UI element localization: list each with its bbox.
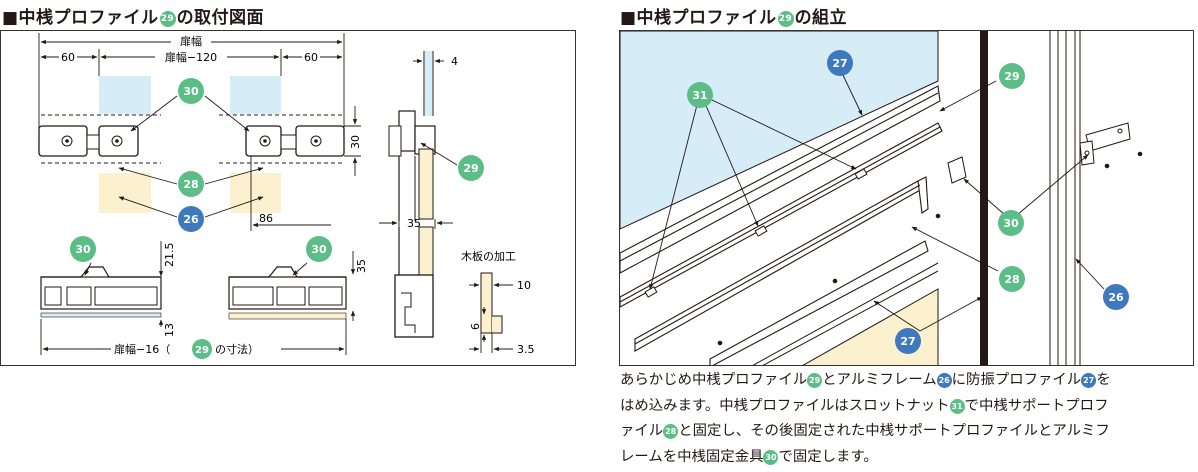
fixing-bracket-30 <box>947 122 1131 184</box>
description-text: あらかじめ中桟プロファイル <box>620 372 808 388</box>
right-title-suffix: の組立 <box>794 8 848 28</box>
dim-door-minus-120: 扉幅−120 <box>165 51 217 64</box>
description-text: と固定し、その後固定された中桟サポートプロファイルとアルミフ <box>678 423 1110 439</box>
dim-bottom-part-badge: 29 <box>195 345 209 356</box>
wood-area-right <box>230 173 281 213</box>
description-text: はめ込みます。中桟プロファイルはスロットナット <box>620 397 950 414</box>
badge-29: 29 <box>1004 70 1019 83</box>
badge-29-side: 29 <box>463 162 478 175</box>
screws <box>717 151 1143 346</box>
description-text: で固定します。 <box>778 448 878 465</box>
aluminum-frame-26 <box>1049 31 1081 365</box>
badge-30-bottom-right: 30 <box>311 243 327 256</box>
dim-door-width: 扉幅 <box>180 35 202 48</box>
left-title-suffix: の取付図面 <box>176 8 265 28</box>
profile-section-right <box>228 266 347 320</box>
installation-drawing: 扉幅 扉幅−120 60 60 30 <box>38 33 535 359</box>
installation-drawing-panel: 扉幅 扉幅−120 60 60 30 <box>0 30 576 366</box>
description-text: レームを中桟固定金具 <box>620 448 764 465</box>
side-section-lower <box>394 226 434 338</box>
dim-bottom-prefix: 扉幅−16（ <box>114 343 170 356</box>
dim-bottom-suffix: の寸法） <box>215 342 259 356</box>
side-section: 4 <box>388 51 458 221</box>
support-profile-28 <box>634 176 929 365</box>
left-title-part-badge: 29 <box>159 11 176 27</box>
part-number-badge: 28 <box>663 424 679 439</box>
assembly-drawing: 27 31 29 30 28 26 27 <box>620 31 1143 365</box>
dim-6: 6 <box>469 323 482 330</box>
dim-35-right: 35 <box>355 259 368 273</box>
assembly-drawing-panel: 27 31 29 30 28 26 27 <box>619 30 1194 366</box>
glass-area-left <box>99 76 151 114</box>
wood-area-left <box>99 173 151 213</box>
bracket-right <box>245 125 345 157</box>
description-text: に防振プロファイル <box>951 372 1082 388</box>
dim-35-side: 35 <box>407 217 421 230</box>
badge-26: 26 <box>183 213 199 226</box>
slot-nuts-31 <box>644 168 868 298</box>
dim-10: 10 <box>517 279 531 292</box>
badge-30: 30 <box>1003 217 1019 230</box>
badge-27-bottom: 27 <box>900 335 915 348</box>
badge-26: 26 <box>1108 291 1124 304</box>
part-number-badge: 30 <box>763 449 779 465</box>
bracket-left <box>38 125 139 157</box>
part-number-badge: 31 <box>949 398 965 414</box>
glass-area-right <box>230 76 281 114</box>
badge-31: 31 <box>692 89 707 102</box>
left-title-text: ■中桟プロファイル <box>2 8 159 28</box>
description-text: とアルミフレーム <box>822 372 937 388</box>
description-text: を <box>1096 372 1111 388</box>
aluminum-frame-dark <box>980 31 988 365</box>
badge-30-bottom-left: 30 <box>75 243 91 256</box>
description-text: ァイル <box>620 423 664 439</box>
badge-27-top: 27 <box>832 57 847 70</box>
dim-21-5: 21.5 <box>163 243 176 268</box>
profile-section-left <box>40 266 162 318</box>
glass-panel <box>620 31 939 230</box>
dim-86: 86 <box>259 212 273 225</box>
right-title-text: ■中桟プロファイル <box>620 8 777 28</box>
dim-13: 13 <box>163 323 176 337</box>
badge-30-top: 30 <box>183 85 199 98</box>
dim-left-60: 60 <box>61 51 75 64</box>
part-number-badge: 26 <box>936 373 952 388</box>
dim-3-5: 3.5 <box>517 343 535 356</box>
dim-right-60: 60 <box>304 51 318 64</box>
right-title-part-badge: 29 <box>777 11 794 27</box>
dim-4: 4 <box>451 55 458 68</box>
mid-profile-29 <box>620 85 943 308</box>
badge-28: 28 <box>1004 273 1019 286</box>
wood-processing-label: 木板の加工 <box>461 249 516 263</box>
dim-30: 30 <box>349 135 362 149</box>
description-text: で中桟サポートプロフ <box>964 397 1109 414</box>
anti-vibration-27 <box>752 262 939 365</box>
badge-28: 28 <box>183 178 198 191</box>
wood-processing-detail: 10 6 3.5 <box>469 272 535 356</box>
part-number-badge: 27 <box>1081 373 1097 388</box>
part-number-badge: 29 <box>807 373 823 388</box>
